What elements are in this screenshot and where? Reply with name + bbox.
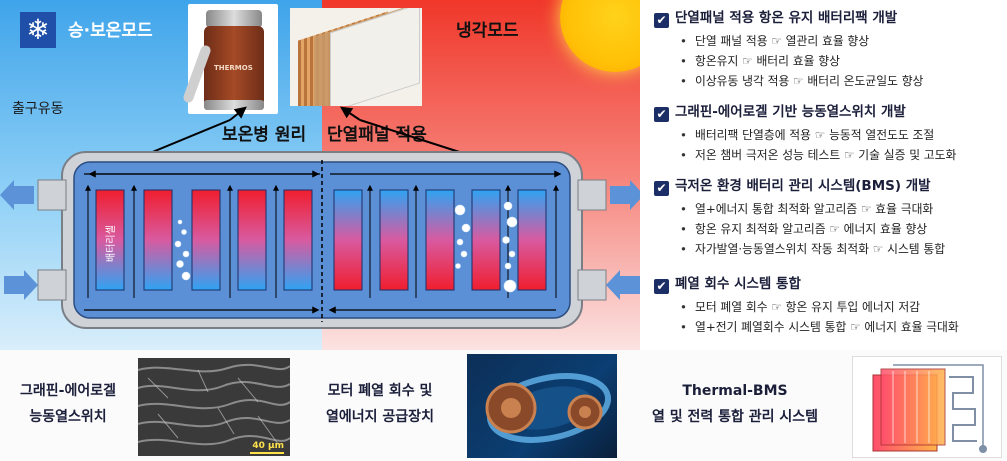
list-item: 배터리팩 단열층에 적용 ☞ 능동적 열전도도 조절: [680, 126, 934, 143]
list-item: 모터 폐열 회수 ☞ 항온 유지 투입 에너지 저감: [680, 298, 920, 315]
bubbles: [174, 201, 518, 293]
outlet-arrow-right: [610, 180, 640, 210]
outlet-arrow-left: [0, 180, 34, 210]
battery-module-diagram: ❄ 승·보온모드 냉각모드 출구유동 THERMOS 보온병 원리 단열패널 적…: [0, 0, 640, 350]
right-cells: [333, 189, 547, 291]
snowflake-icon: ❄: [20, 12, 56, 48]
thermos-principle-title: 보온병 원리: [222, 125, 307, 145]
motor-image: [467, 354, 617, 458]
bottom-strip: 그래핀-에어로겔 능동열스위치 40 μm 모터 폐열 회수 및 열에너지 공급…: [0, 350, 1007, 461]
check-icon: ✔: [654, 13, 669, 28]
development-list: ✔단열패널 적용 항온 유지 배터리팩 개발 단열 패널 적용 ☞ 열관리 효율…: [650, 0, 1007, 350]
sem-scale-bar: [250, 452, 284, 454]
left-cells: [95, 189, 313, 291]
battery-cell: [283, 189, 313, 291]
sem-image: 40 μm: [138, 358, 290, 456]
section-title-3: ✔폐열 회수 시스템 통합: [654, 272, 801, 294]
list-item: 이상유동 냉각 적용 ☞ 배터리 온도균일도 향상: [680, 72, 923, 89]
section-title-1: ✔그래핀-에어로겔 기반 능동열스위치 개발: [654, 100, 906, 122]
list-item: 자가발열·능동열스위치 작동 최적화 ☞ 시스템 통합: [680, 240, 945, 257]
insulation-panel-title: 단열패널 적용: [327, 125, 427, 145]
insulation-panel-photo: [290, 8, 422, 106]
heating-mode-label: 승·보온모드: [68, 21, 153, 41]
battery-cell: [333, 189, 363, 291]
thermal-bms-image: [852, 356, 1002, 458]
list-item: 항온유지 ☞ 배터리 효율 향상: [680, 52, 840, 69]
check-icon: ✔: [654, 181, 669, 196]
section-title-2: ✔극저온 환경 배터리 관리 시스템(BMS) 개발: [654, 174, 931, 196]
battery-cell: [517, 189, 547, 291]
list-item: 열+에너지 통합 최적화 알고리즘 ☞ 효율 극대화: [680, 200, 933, 217]
battery-cell: [95, 189, 125, 291]
check-icon: ✔: [654, 107, 669, 122]
battery-cell: [471, 189, 501, 291]
motor-caption: 모터 폐열 회수 및 열에너지 공급장치: [326, 383, 434, 425]
battery-cell-label: 배터리셀: [105, 225, 117, 262]
battery-cell: [425, 189, 455, 291]
inlet-arrow-left: [4, 270, 38, 300]
list-item: 저온 챔버 극저온 성능 테스트 ☞ 기술 실증 및 고도화: [680, 146, 956, 163]
outlet-flow-label: 출구유동: [12, 101, 64, 117]
list-item: 단열 패널 적용 ☞ 열관리 효율 향상: [680, 32, 869, 49]
thermos-brand: THERMOS: [214, 64, 253, 72]
section-title-0: ✔단열패널 적용 항온 유지 배터리팩 개발: [654, 6, 897, 28]
battery-cell: [191, 189, 221, 291]
thermos-photo: THERMOS: [182, 4, 278, 114]
list-item: 열+전기 폐열회수 시스템 통합 ☞ 에너지 효율 극대화: [680, 318, 959, 335]
battery-cell: [237, 189, 267, 291]
bms-caption: Thermal-BMS 열 및 전력 통합 관리 시스템: [651, 383, 819, 425]
list-item: 항온 유지 최적화 알고리즘 ☞ 에너지 효율 향상: [680, 220, 927, 237]
sem-scale-label: 40 μm: [252, 441, 284, 451]
battery-cell: [143, 189, 173, 291]
battery-cell: [379, 189, 409, 291]
cooling-mode-label: 냉각모드: [456, 21, 519, 41]
check-icon: ✔: [654, 279, 669, 294]
inlet-arrow-right: [606, 270, 640, 300]
graphene-caption: 그래핀-에어로겔 능동열스위치: [20, 383, 116, 425]
module-schematic: 배터리셀: [0, 106, 640, 329]
